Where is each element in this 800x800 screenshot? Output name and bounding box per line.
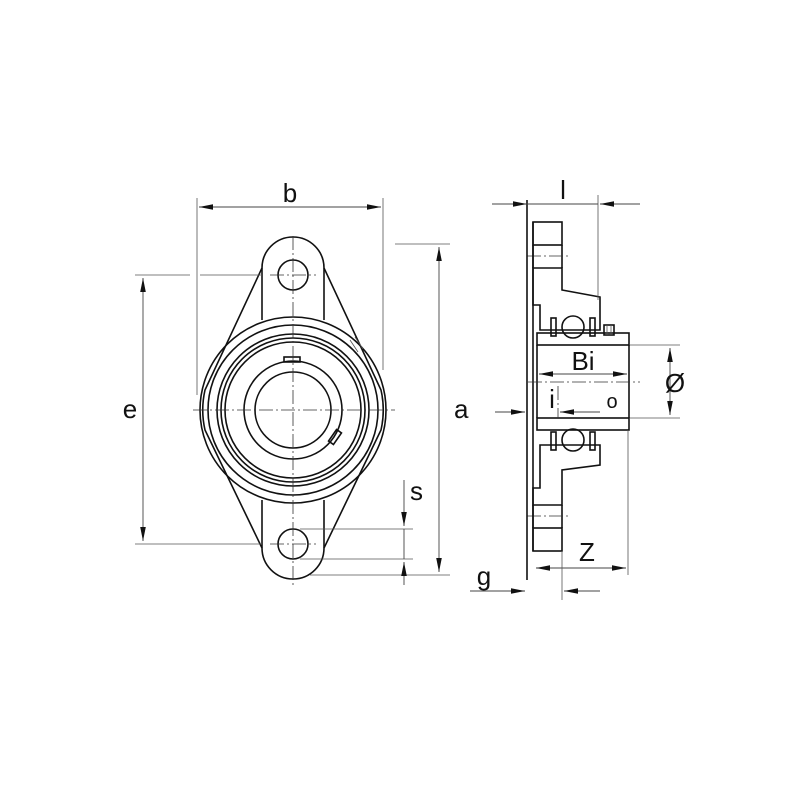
set-screw	[283, 356, 301, 363]
section-view	[526, 200, 640, 580]
dimension-g: g	[470, 551, 600, 600]
set-screw	[603, 324, 615, 336]
set-screw	[327, 428, 343, 446]
label-i: i	[549, 384, 555, 414]
label-b: b	[283, 178, 297, 208]
label-bi: Bi	[571, 346, 594, 376]
label-o: o	[606, 391, 617, 413]
inner-ring-section	[536, 332, 630, 346]
label-z: Z	[579, 537, 595, 567]
label-a: a	[454, 394, 469, 424]
dimension-bi: Bi	[539, 346, 627, 377]
label-diameter: Ø	[665, 368, 685, 398]
label-g: g	[477, 561, 491, 591]
dimension-diameter: Ø	[630, 344, 685, 419]
dimension-b: b	[196, 178, 384, 395]
label-e: e	[123, 394, 137, 424]
label-s: s	[410, 476, 423, 506]
dimension-z: Z	[536, 430, 629, 575]
dimension-s: s	[300, 476, 423, 585]
dimension-l: l	[492, 175, 640, 300]
front-view	[193, 236, 395, 585]
dimension-a: a	[310, 243, 469, 576]
dimension-e: e	[123, 274, 262, 545]
inner-ring-section	[536, 417, 630, 431]
dimension-i: i o	[495, 384, 618, 415]
label-l: l	[560, 175, 566, 205]
